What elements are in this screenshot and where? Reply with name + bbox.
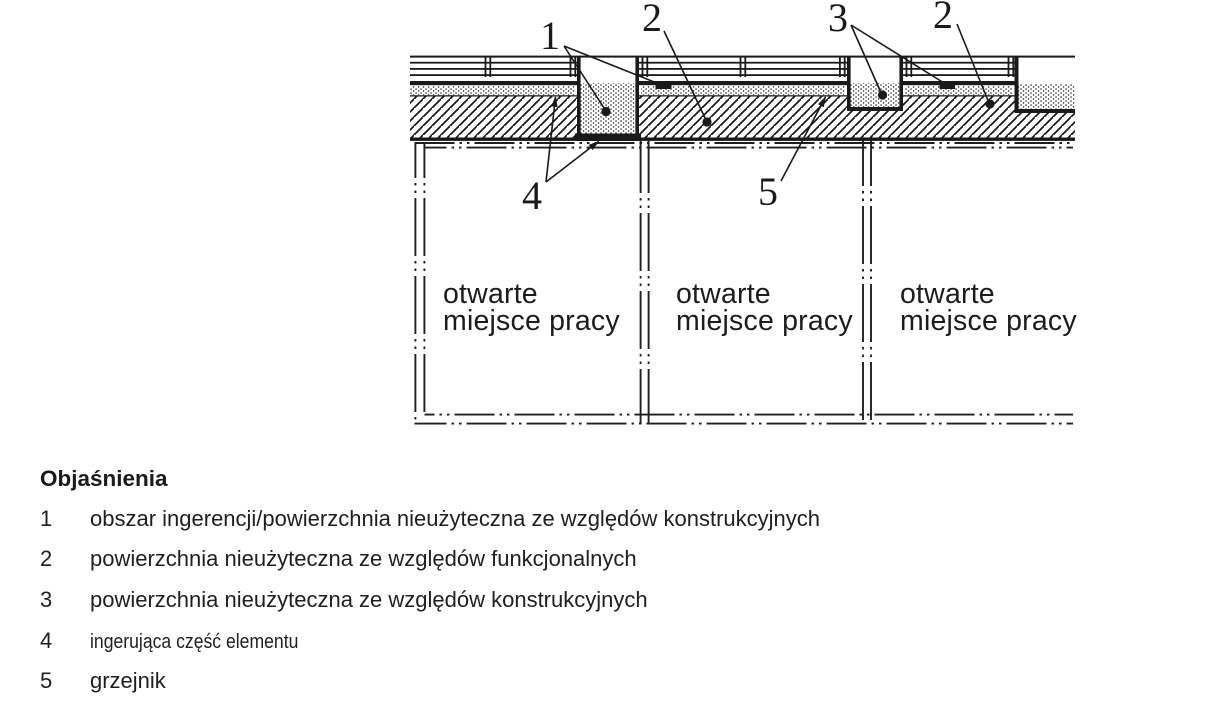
facade-top-line: [410, 55, 1075, 58]
intruding-element-base: [575, 133, 641, 141]
intruding-element: [575, 56, 641, 141]
radiator-strip: [410, 86, 1012, 95]
room-label-3: otwarte miejsce pracy: [900, 278, 1077, 337]
leader-3b: [850, 24, 945, 84]
leader-2-right: [956, 23, 989, 101]
callout-3: 3: [828, 0, 848, 40]
room-label-line1: otwarte: [676, 278, 771, 310]
room-label-line1: otwarte: [900, 278, 995, 310]
callout-5: 5: [758, 169, 778, 214]
wall-bottom-edge: [410, 137, 1075, 141]
room-label-line1: otwarte: [443, 278, 538, 310]
callout-2-right: 2: [933, 0, 953, 37]
callout-dots: [601, 90, 995, 127]
room-boundaries: [414, 140, 1073, 425]
leader-4b: [545, 140, 600, 183]
mullions: [484, 57, 1015, 77]
room-label-2: otwarte miejsce pracy: [676, 278, 853, 337]
room-label-line2: miejsce pracy: [443, 305, 620, 337]
room-label-line2: miejsce pracy: [900, 305, 1077, 337]
leader-4a: [545, 95, 558, 183]
wall-hatch: [410, 95, 1075, 141]
callout-1: 1: [540, 13, 560, 58]
window-band: [410, 57, 1016, 86]
room-label-line2: miejsce pracy: [676, 305, 853, 337]
leader-1a: [563, 45, 605, 109]
callout-4: 4: [522, 173, 542, 218]
leader-3a: [850, 24, 882, 92]
room-label-1: otwarte miejsce pracy: [443, 278, 620, 337]
right-end-area: [1014, 56, 1075, 113]
leader-lines: [545, 23, 989, 183]
leader-2-top: [663, 30, 707, 120]
leader-5: [780, 96, 827, 182]
callout-2-top: 2: [642, 0, 662, 40]
leader-1b: [563, 45, 659, 85]
marker-bars: [655, 82, 955, 89]
structural-recess: [847, 56, 903, 111]
